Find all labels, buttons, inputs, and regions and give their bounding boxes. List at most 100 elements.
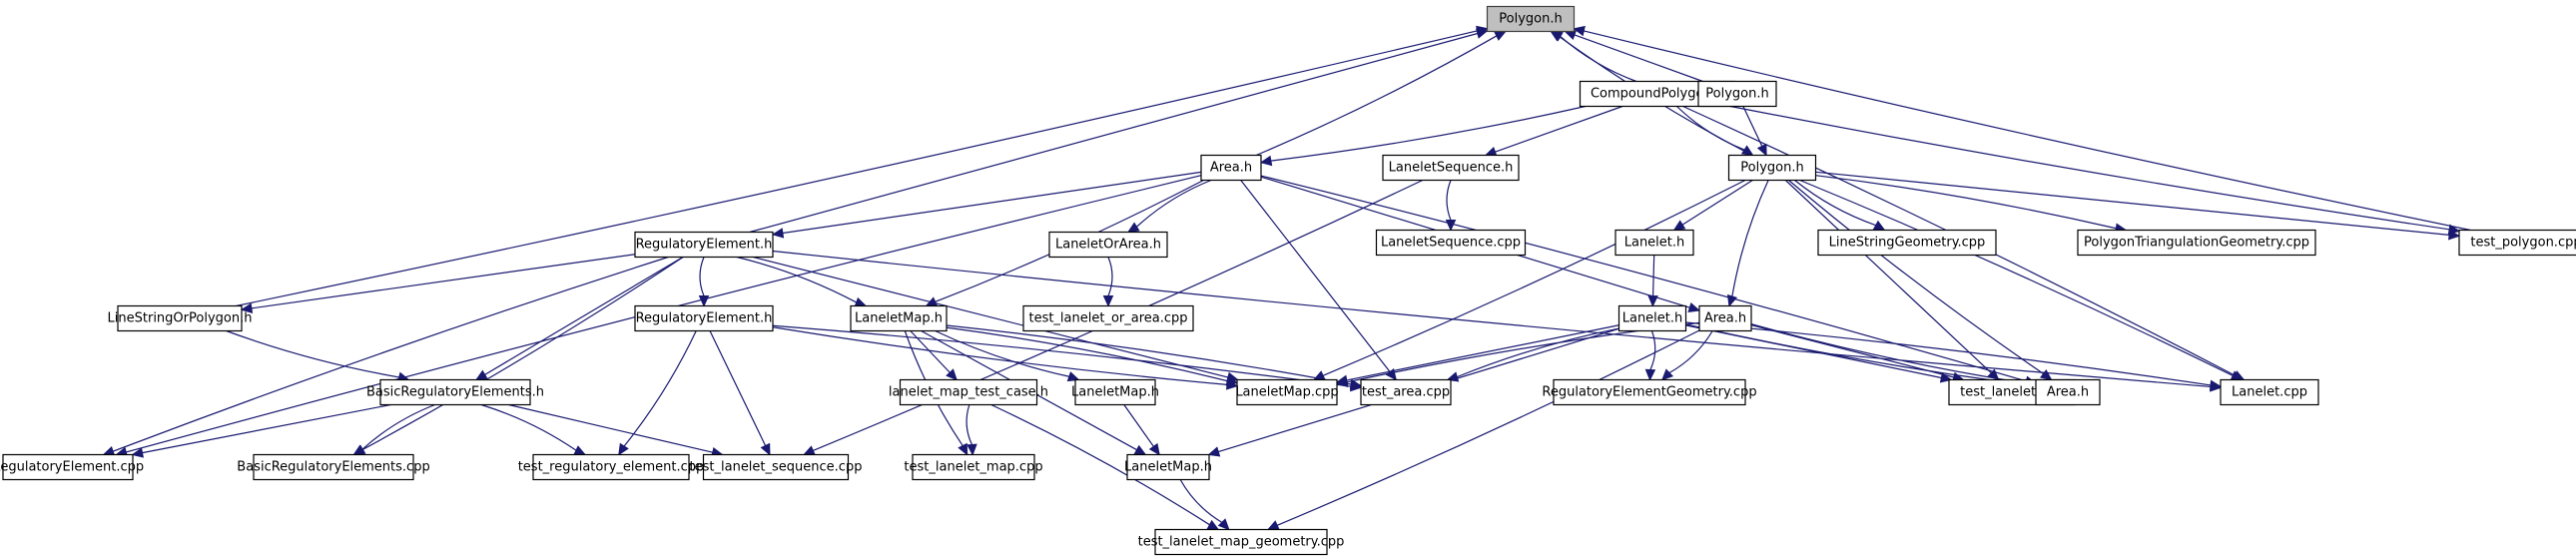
node-linestringorpolygon-h[interactable]: LineStringOrPolygon.h bbox=[108, 304, 253, 332]
edge-n3-to-n7 bbox=[1136, 179, 1212, 228]
edge-n6-to-n14 bbox=[699, 257, 705, 296]
node-label: Area.h bbox=[1210, 161, 1252, 176]
edge-n6-to-n27 bbox=[772, 250, 2212, 388]
arrowhead-icon bbox=[1687, 301, 1701, 313]
node-box bbox=[634, 304, 774, 332]
node-label: Lanelet.cpp bbox=[2232, 385, 2307, 400]
node-label: test_lanelet_map.cpp bbox=[904, 460, 1042, 475]
node-regulatoryelement-cpp[interactable]: RegulatoryElement.cpp bbox=[0, 453, 144, 481]
node-lanelet-h[interactable]: Lanelet.h bbox=[1614, 229, 1694, 257]
arrowhead-icon bbox=[760, 442, 771, 456]
arrowhead-icon bbox=[771, 228, 785, 239]
node-box bbox=[1154, 528, 1328, 556]
node-box bbox=[2035, 378, 2101, 406]
arrowhead-icon bbox=[573, 445, 587, 456]
node-laneletmap-h[interactable]: LaneletMap.h bbox=[1071, 378, 1159, 406]
arrowhead-icon bbox=[1445, 220, 1457, 232]
arrowhead-icon bbox=[240, 302, 254, 314]
arrowhead-icon bbox=[1335, 376, 1349, 388]
node-box bbox=[702, 453, 850, 481]
node-label: test_polygon.cpp bbox=[2470, 236, 2576, 251]
arrowhead-icon bbox=[1259, 155, 1273, 167]
node-box bbox=[2077, 229, 2316, 257]
node-polygon-h[interactable]: Polygon.h bbox=[1727, 154, 1817, 182]
edge-n1-to-n5 bbox=[1676, 106, 1745, 151]
node-label: LineStringGeometry.cpp bbox=[1829, 236, 1986, 251]
node-label: RegulatoryElement.cpp bbox=[0, 460, 144, 475]
node-label: LaneletMap.h bbox=[1071, 385, 1159, 400]
node-laneletorarea-h[interactable]: LaneletOrArea.h bbox=[1048, 231, 1168, 259]
edge-n9-to-n17 bbox=[1651, 255, 1655, 296]
node-area-h[interactable]: Area.h bbox=[1698, 304, 1752, 332]
node-area-h[interactable]: Area.h bbox=[1200, 154, 1262, 182]
arrowhead-icon bbox=[1644, 368, 1656, 381]
arrowhead-icon bbox=[1647, 294, 1658, 307]
node-box bbox=[2, 453, 134, 481]
node-test-lanelet-map-cpp[interactable]: test_lanelet_map.cpp bbox=[904, 453, 1043, 481]
node-label: PolygonTriangulationGeometry.cpp bbox=[2084, 236, 2309, 251]
edge-n6-to-n13 bbox=[251, 254, 636, 309]
arrowhead-icon bbox=[854, 296, 868, 307]
edge-n5-to-n25 bbox=[1784, 180, 1992, 374]
node-box bbox=[1022, 304, 1194, 332]
node-box bbox=[1698, 304, 1752, 332]
edge-n20-to-n34 bbox=[990, 403, 1210, 526]
node-laneletmap-cpp[interactable]: LaneletMap.cpp bbox=[1235, 378, 1339, 406]
node-lanelet-map-test-case-h[interactable]: lanelet_map_test_case.h bbox=[889, 378, 1048, 406]
node-box bbox=[1817, 229, 1997, 257]
node-basicregulatoryelements-cpp[interactable]: BasicRegulatoryElements.cpp bbox=[237, 453, 430, 481]
node-test-regulatory-element-cpp[interactable]: test_regulatory_element.cpp bbox=[518, 453, 705, 481]
node-area-h[interactable]: Area.h bbox=[2035, 378, 2101, 406]
node-box bbox=[1375, 229, 1527, 257]
edge-n2-to-n0 bbox=[1574, 34, 1703, 83]
node-basicregulatoryelements-h[interactable]: BasicRegulatoryElements.h bbox=[366, 378, 544, 406]
node-polygontriangulationgeometry-cpp[interactable]: PolygonTriangulationGeometry.cpp bbox=[2077, 229, 2316, 257]
node-laneletsequence-h[interactable]: LaneletSequence.h bbox=[1382, 154, 1520, 182]
node-label: test_lanelet_or_area.cpp bbox=[1028, 311, 1187, 326]
node-box bbox=[1048, 231, 1168, 259]
edge-n6-to-n0 bbox=[749, 32, 1479, 234]
node-box bbox=[1697, 80, 1777, 108]
node-linestringgeometry-cpp[interactable]: LineStringGeometry.cpp bbox=[1817, 229, 1997, 257]
edge-n6-to-n19 bbox=[484, 256, 684, 375]
node-regulatoryelementgeometry-cpp[interactable]: RegulatoryElementGeometry.cpp bbox=[1542, 378, 1757, 406]
node-test-polygon-cpp[interactable]: test_polygon.cpp bbox=[2458, 229, 2576, 257]
node-laneletsequence-cpp[interactable]: LaneletSequence.cpp bbox=[1375, 229, 1527, 257]
node-regulatoryelement-h[interactable]: RegulatoryElement.h bbox=[634, 304, 774, 332]
node-laneletmap-h[interactable]: LaneletMap.h bbox=[850, 304, 948, 332]
arrowhead-icon bbox=[1573, 25, 1586, 37]
arrowhead-icon bbox=[1494, 30, 1507, 41]
node-test-lanelet-sequence-cpp[interactable]: test_lanelet_sequence.cpp bbox=[690, 453, 863, 481]
node-laneletmap-h[interactable]: LaneletMap.h bbox=[1124, 453, 1212, 481]
node-lanelet-cpp[interactable]: Lanelet.cpp bbox=[2220, 378, 2319, 406]
edge-n6-to-n15 bbox=[736, 256, 857, 303]
node-lanelet-h[interactable]: Lanelet.h bbox=[1617, 304, 1687, 332]
node-box bbox=[532, 453, 690, 481]
node-box bbox=[1486, 5, 1576, 33]
node-test-lanelet-or-area-cpp[interactable]: test_lanelet_or_area.cpp bbox=[1022, 304, 1194, 332]
node-regulatoryelement-h[interactable]: RegulatoryElement.h bbox=[634, 231, 774, 259]
arrowhead-icon bbox=[1740, 145, 1754, 157]
edge-n15-to-n21 bbox=[935, 329, 1070, 377]
node-label: BasicRegulatoryElements.cpp bbox=[237, 460, 429, 475]
edge-n3-to-n26 bbox=[1260, 175, 2027, 382]
node-label: LaneletSequence.h bbox=[1389, 161, 1514, 176]
node-test-lanelet-map-geometry-cpp[interactable]: test_lanelet_map_geometry.cpp bbox=[1138, 528, 1345, 556]
node-polygon-h[interactable]: Polygon.h bbox=[1697, 80, 1777, 108]
arrowhead-icon bbox=[618, 442, 629, 456]
edge-n18-to-n34 bbox=[1276, 329, 1700, 526]
node-label: LaneletSequence.cpp bbox=[1381, 236, 1521, 251]
node-polygon-h-root[interactable]: Polygon.h bbox=[1486, 5, 1576, 33]
arrowhead-icon bbox=[1133, 444, 1147, 456]
node-box bbox=[1074, 378, 1156, 406]
node-label: BasicRegulatoryElements.h bbox=[366, 385, 544, 400]
node-label: LaneletMap.h bbox=[855, 311, 943, 326]
edge-n14-to-n31 bbox=[709, 330, 767, 446]
node-label: LineStringOrPolygon.h bbox=[108, 311, 253, 326]
node-test-area-cpp[interactable]: test_area.cpp bbox=[1360, 378, 1452, 406]
edge-n17-to-n23 bbox=[1457, 327, 1619, 378]
node-label: Polygon.h bbox=[1740, 161, 1803, 176]
arrowhead-icon bbox=[1102, 295, 1114, 307]
edge-n5-to-n22 bbox=[1322, 179, 1746, 376]
